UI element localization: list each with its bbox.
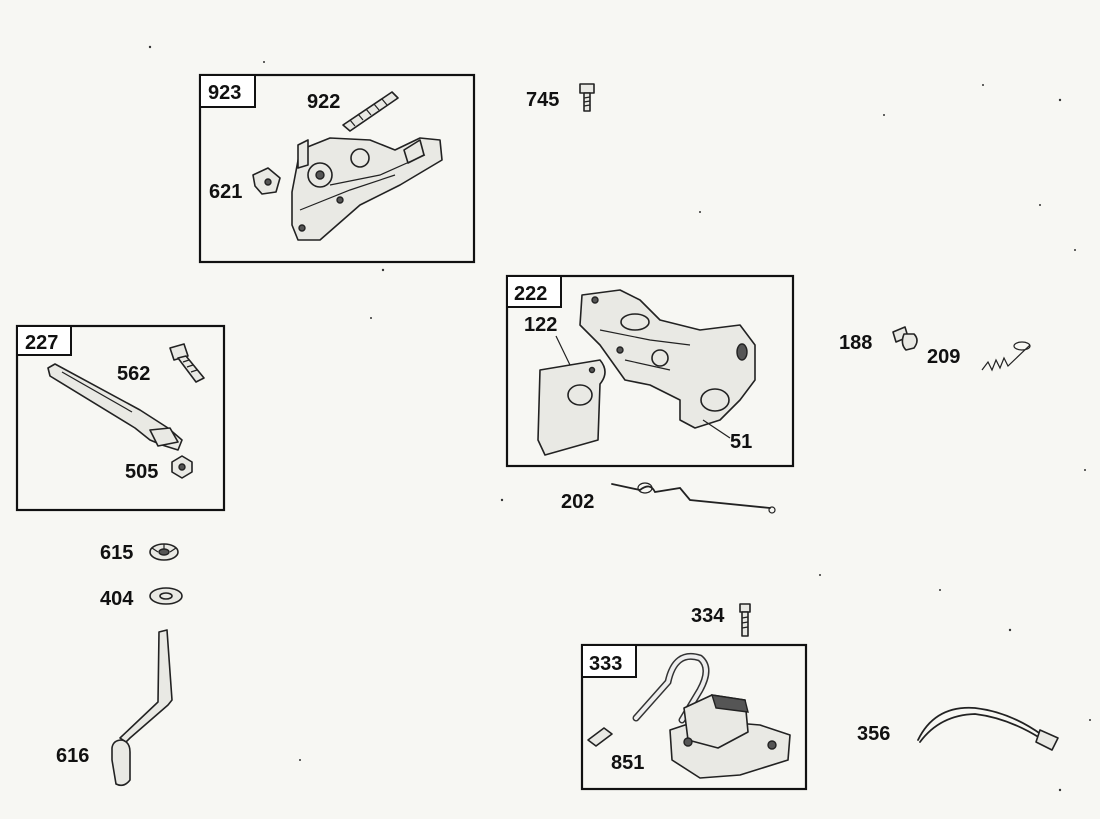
part-188-label: 188 <box>839 332 872 354</box>
part-615-label: 615 <box>100 542 133 564</box>
part-922-label: 922 <box>307 91 340 113</box>
assembly-227-box: 227 <box>15 324 226 512</box>
assembly-333-label: 333 <box>589 653 622 675</box>
assembly-227-label: 227 <box>25 332 58 354</box>
part-51-label: 51 <box>730 431 752 453</box>
assembly-222-label: 222 <box>514 283 547 305</box>
part-616-label: 616 <box>56 745 89 767</box>
link-rod-202-drawing <box>611 482 776 514</box>
washer-404-drawing <box>149 587 183 605</box>
clip-851-drawing <box>587 727 613 747</box>
bolt-562-drawing <box>169 343 205 383</box>
part-505-label: 505 <box>125 461 158 483</box>
assembly-333-box: 333 <box>580 643 808 791</box>
carburetor-drawing <box>579 289 756 429</box>
governor-lever-drawing <box>47 363 183 451</box>
gasket-122-drawing <box>537 335 606 456</box>
part-356-label: 356 <box>857 723 890 745</box>
shaft-616-drawing <box>111 629 173 787</box>
part-621-label: 621 <box>209 181 242 203</box>
part-404-label: 404 <box>100 588 134 610</box>
part-562-label: 562 <box>117 363 150 385</box>
link-621-drawing <box>252 167 281 195</box>
scan-specks <box>148 45 1091 792</box>
lockwasher-615-drawing <box>149 543 179 561</box>
part-334-label: 334 <box>691 605 725 627</box>
screw-745-drawing <box>579 83 595 112</box>
part-209-label: 209 <box>927 346 960 368</box>
part-851-label: 851 <box>611 752 644 774</box>
part-122-label: 122 <box>524 314 557 336</box>
ignition-coil-drawing <box>632 653 791 779</box>
part-745-label: 745 <box>526 89 559 111</box>
screw-188-drawing <box>892 326 918 351</box>
screw-334-drawing <box>739 603 751 637</box>
assembly-923-box: 923 <box>198 73 476 264</box>
nut-505-drawing <box>171 455 193 479</box>
ground-wire-356-drawing <box>917 706 1059 751</box>
assembly-923-label: 923 <box>208 82 241 104</box>
control-bracket-drawing <box>291 137 443 241</box>
assembly-222-box: 222 <box>505 274 795 468</box>
spring-922-drawing <box>342 91 399 132</box>
part-202-label: 202 <box>561 491 594 513</box>
spring-209-drawing <box>981 341 1031 372</box>
